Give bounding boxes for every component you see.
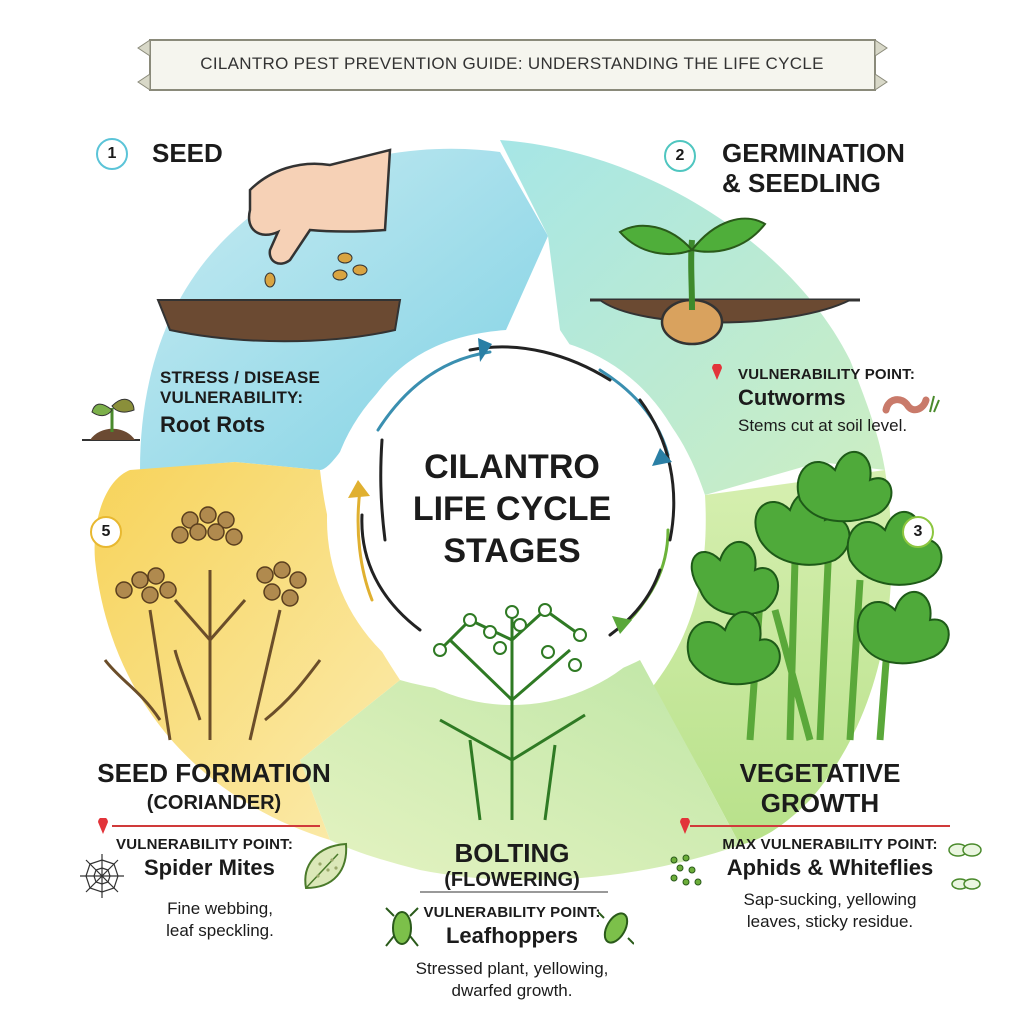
vegetative-vuln-symptom-line1: Sap-sucking, yellowing bbox=[743, 890, 917, 909]
stage-5-number: 5 bbox=[90, 516, 122, 548]
root-rot-sprout-icon bbox=[82, 398, 140, 441]
vegetative-vulnerability: MAX VULNERABILITY POINT: Aphids & Whitef… bbox=[700, 836, 960, 933]
title-banner-shape bbox=[137, 39, 888, 91]
seed-vulnerability: STRESS / DISEASE VULNERABILITY: Root Rot… bbox=[160, 368, 320, 438]
aphid-cluster-icon bbox=[670, 854, 702, 886]
vegetative-vuln-symptom-line2: leaves, sticky residue. bbox=[746, 912, 914, 931]
stage-1-title: SEED bbox=[152, 138, 223, 168]
seed-vuln-label-line1: STRESS / DISEASE bbox=[160, 368, 321, 387]
stage-5-title-line2: (CORIANDER) bbox=[146, 792, 282, 814]
bolting-vuln-symptom-line2: dwarfed growth. bbox=[451, 981, 573, 1000]
seed-formation-vuln-symptom-line2: leaf speckling. bbox=[166, 921, 274, 940]
cutworm-icon bbox=[882, 395, 940, 414]
pin-icon-seed-formation bbox=[98, 818, 108, 834]
page-title: CILANTRO PEST PREVENTION GUIDE: UNDERSTA… bbox=[200, 54, 824, 73]
seed-formation-illustration bbox=[103, 506, 322, 741]
seed-formation-vuln-symptom-line1: Fine webbing, bbox=[167, 899, 273, 918]
stage-2-title: GERMINATION & SEEDLING bbox=[722, 138, 905, 198]
stage-1-number: 1 bbox=[96, 138, 128, 170]
pin-icon bbox=[712, 364, 722, 380]
bolting-flowers bbox=[433, 603, 587, 672]
seedling-vuln-symptom: Stems cut at soil level. bbox=[738, 416, 908, 435]
stage-3-number: 3 bbox=[902, 516, 934, 548]
leafhopper-icon-right bbox=[598, 911, 634, 945]
stage-2-title-line2: & SEEDLING bbox=[722, 168, 881, 198]
stage-5-title-line1: SEED FORMATION bbox=[97, 758, 331, 788]
seed-formation-vulnerability: VULNERABILITY POINT: Spider Mites bbox=[116, 836, 316, 881]
seed-formation-vuln-label: VULNERABILITY POINT: bbox=[116, 836, 294, 853]
bolting-vuln-symptom-line1: Stressed plant, yellowing, bbox=[415, 959, 609, 978]
seed-formation-vuln-symptom: Fine webbing, leaf speckling. bbox=[120, 898, 320, 942]
segment-bolting bbox=[300, 660, 740, 881]
seed-vuln-pest: Root Rots bbox=[160, 412, 266, 437]
seed-illustration bbox=[156, 148, 402, 343]
bolting-vulnerability: VULNERABILITY POINT: Leafhoppers bbox=[412, 904, 612, 949]
seedling-vuln-pest: Cutworms bbox=[738, 385, 846, 410]
vegetative-vuln-pest: Aphids & Whiteflies bbox=[726, 855, 934, 880]
seed-formation-vuln-pest: Spider Mites bbox=[144, 855, 275, 880]
bolting-vuln-pest: Leafhoppers bbox=[445, 923, 579, 948]
stage-5-title: SEED FORMATION (CORIANDER) bbox=[78, 758, 350, 818]
seedling-vulnerability: VULNERABILITY POINT: Cutworms Stems cut … bbox=[738, 366, 915, 437]
whitefly-icon bbox=[948, 843, 982, 890]
stage-2-title-line1: GERMINATION bbox=[722, 138, 905, 168]
seedling-vuln-label: VULNERABILITY POINT: bbox=[738, 366, 916, 383]
leafhopper-icon bbox=[385, 907, 419, 947]
vegetative-illustration bbox=[686, 450, 950, 741]
stage-4-title-line1: BOLTING bbox=[454, 838, 570, 868]
stage-4-title-line2: (FLOWERING) bbox=[444, 869, 580, 891]
center-title-line2: LIFE CYCLE bbox=[412, 490, 612, 528]
center-title-line3: STAGES bbox=[443, 532, 581, 570]
vegetative-vuln-label: MAX VULNERABILITY POINT: bbox=[722, 836, 938, 853]
pin-icon-vegetative bbox=[680, 818, 690, 834]
spider-web-icon bbox=[80, 854, 124, 898]
bolting-vuln-label: VULNERABILITY POINT: bbox=[423, 904, 601, 921]
center-title: CILANTRO LIFE CYCLE STAGES bbox=[372, 446, 652, 572]
bolting-vuln-symptom: Stressed plant, yellowing, dwarfed growt… bbox=[362, 958, 662, 1002]
seed-vuln-label-line2: VULNERABILITY: bbox=[160, 388, 304, 407]
speckled-leaf-icon bbox=[304, 842, 348, 890]
stage-3-title-line1: VEGETATIVE bbox=[739, 758, 901, 788]
stage-4-title: BOLTING (FLOWERING) bbox=[412, 838, 612, 892]
seedling-illustration bbox=[590, 217, 860, 346]
center-title-line1: CILANTRO bbox=[424, 448, 600, 486]
stage-2-number: 2 bbox=[664, 140, 696, 172]
stage-3-title: VEGETATIVE GROWTH bbox=[720, 758, 920, 818]
stage-3-title-line2: GROWTH bbox=[760, 788, 880, 818]
segment-seed-formation bbox=[94, 462, 400, 840]
